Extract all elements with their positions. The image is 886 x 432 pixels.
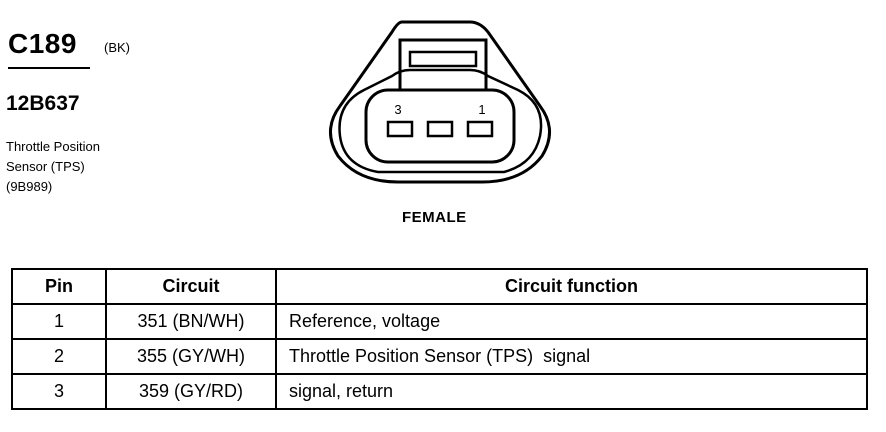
header-pin: Pin (11, 268, 107, 305)
header-circuit: Circuit (105, 268, 277, 305)
pin-cavity-1 (466, 120, 494, 138)
pin-cavity-3 (386, 120, 414, 138)
connector-outer-shell (329, 20, 551, 184)
description-line: Sensor (TPS) (6, 159, 85, 174)
cell-circuit: 359 (GY/RD) (105, 373, 277, 410)
cell-function: signal, return (275, 373, 868, 410)
cell-function: Throttle Position Sensor (TPS) signal (275, 338, 868, 375)
cell-pin: 1 (11, 303, 107, 340)
cell-pin: 3 (11, 373, 107, 410)
connector-id: C189 (8, 28, 77, 59)
connector-gender-label: FEMALE (402, 209, 467, 226)
description-line: (9B989) (6, 179, 53, 194)
header-circuit-function: Circuit function (275, 268, 868, 305)
connector-id-underline (8, 67, 90, 69)
table-row: 2 355 (GY/WH) Throttle Position Sensor (… (11, 338, 868, 375)
component-description: Throttle Position Sensor (TPS) (9B989) (6, 137, 100, 197)
cell-function: Reference, voltage (275, 303, 868, 340)
connector-latch-tab (408, 50, 478, 68)
pin-label-3: 3 (394, 102, 401, 117)
connector-pin-cavity-block (364, 88, 516, 164)
pin-table: Pin Circuit Circuit function 1 351 (BN/W… (11, 268, 868, 410)
part-number: 12B637 (6, 92, 80, 115)
cell-pin: 2 (11, 338, 107, 375)
connector-color-code: (BK) (104, 40, 130, 55)
pin-label-1: 1 (478, 102, 485, 117)
connector-inner-shell (338, 68, 543, 174)
cell-circuit: 351 (BN/WH) (105, 303, 277, 340)
cell-circuit: 355 (GY/WH) (105, 338, 277, 375)
table-row: 1 351 (BN/WH) Reference, voltage (11, 303, 868, 340)
pin-cavity-2 (426, 120, 454, 138)
description-line: Throttle Position (6, 139, 100, 154)
table-row: 3 359 (GY/RD) signal, return (11, 373, 868, 410)
connector-face-diagram: 3 1 (329, 20, 551, 184)
table-header-row: Pin Circuit Circuit function (11, 268, 868, 305)
